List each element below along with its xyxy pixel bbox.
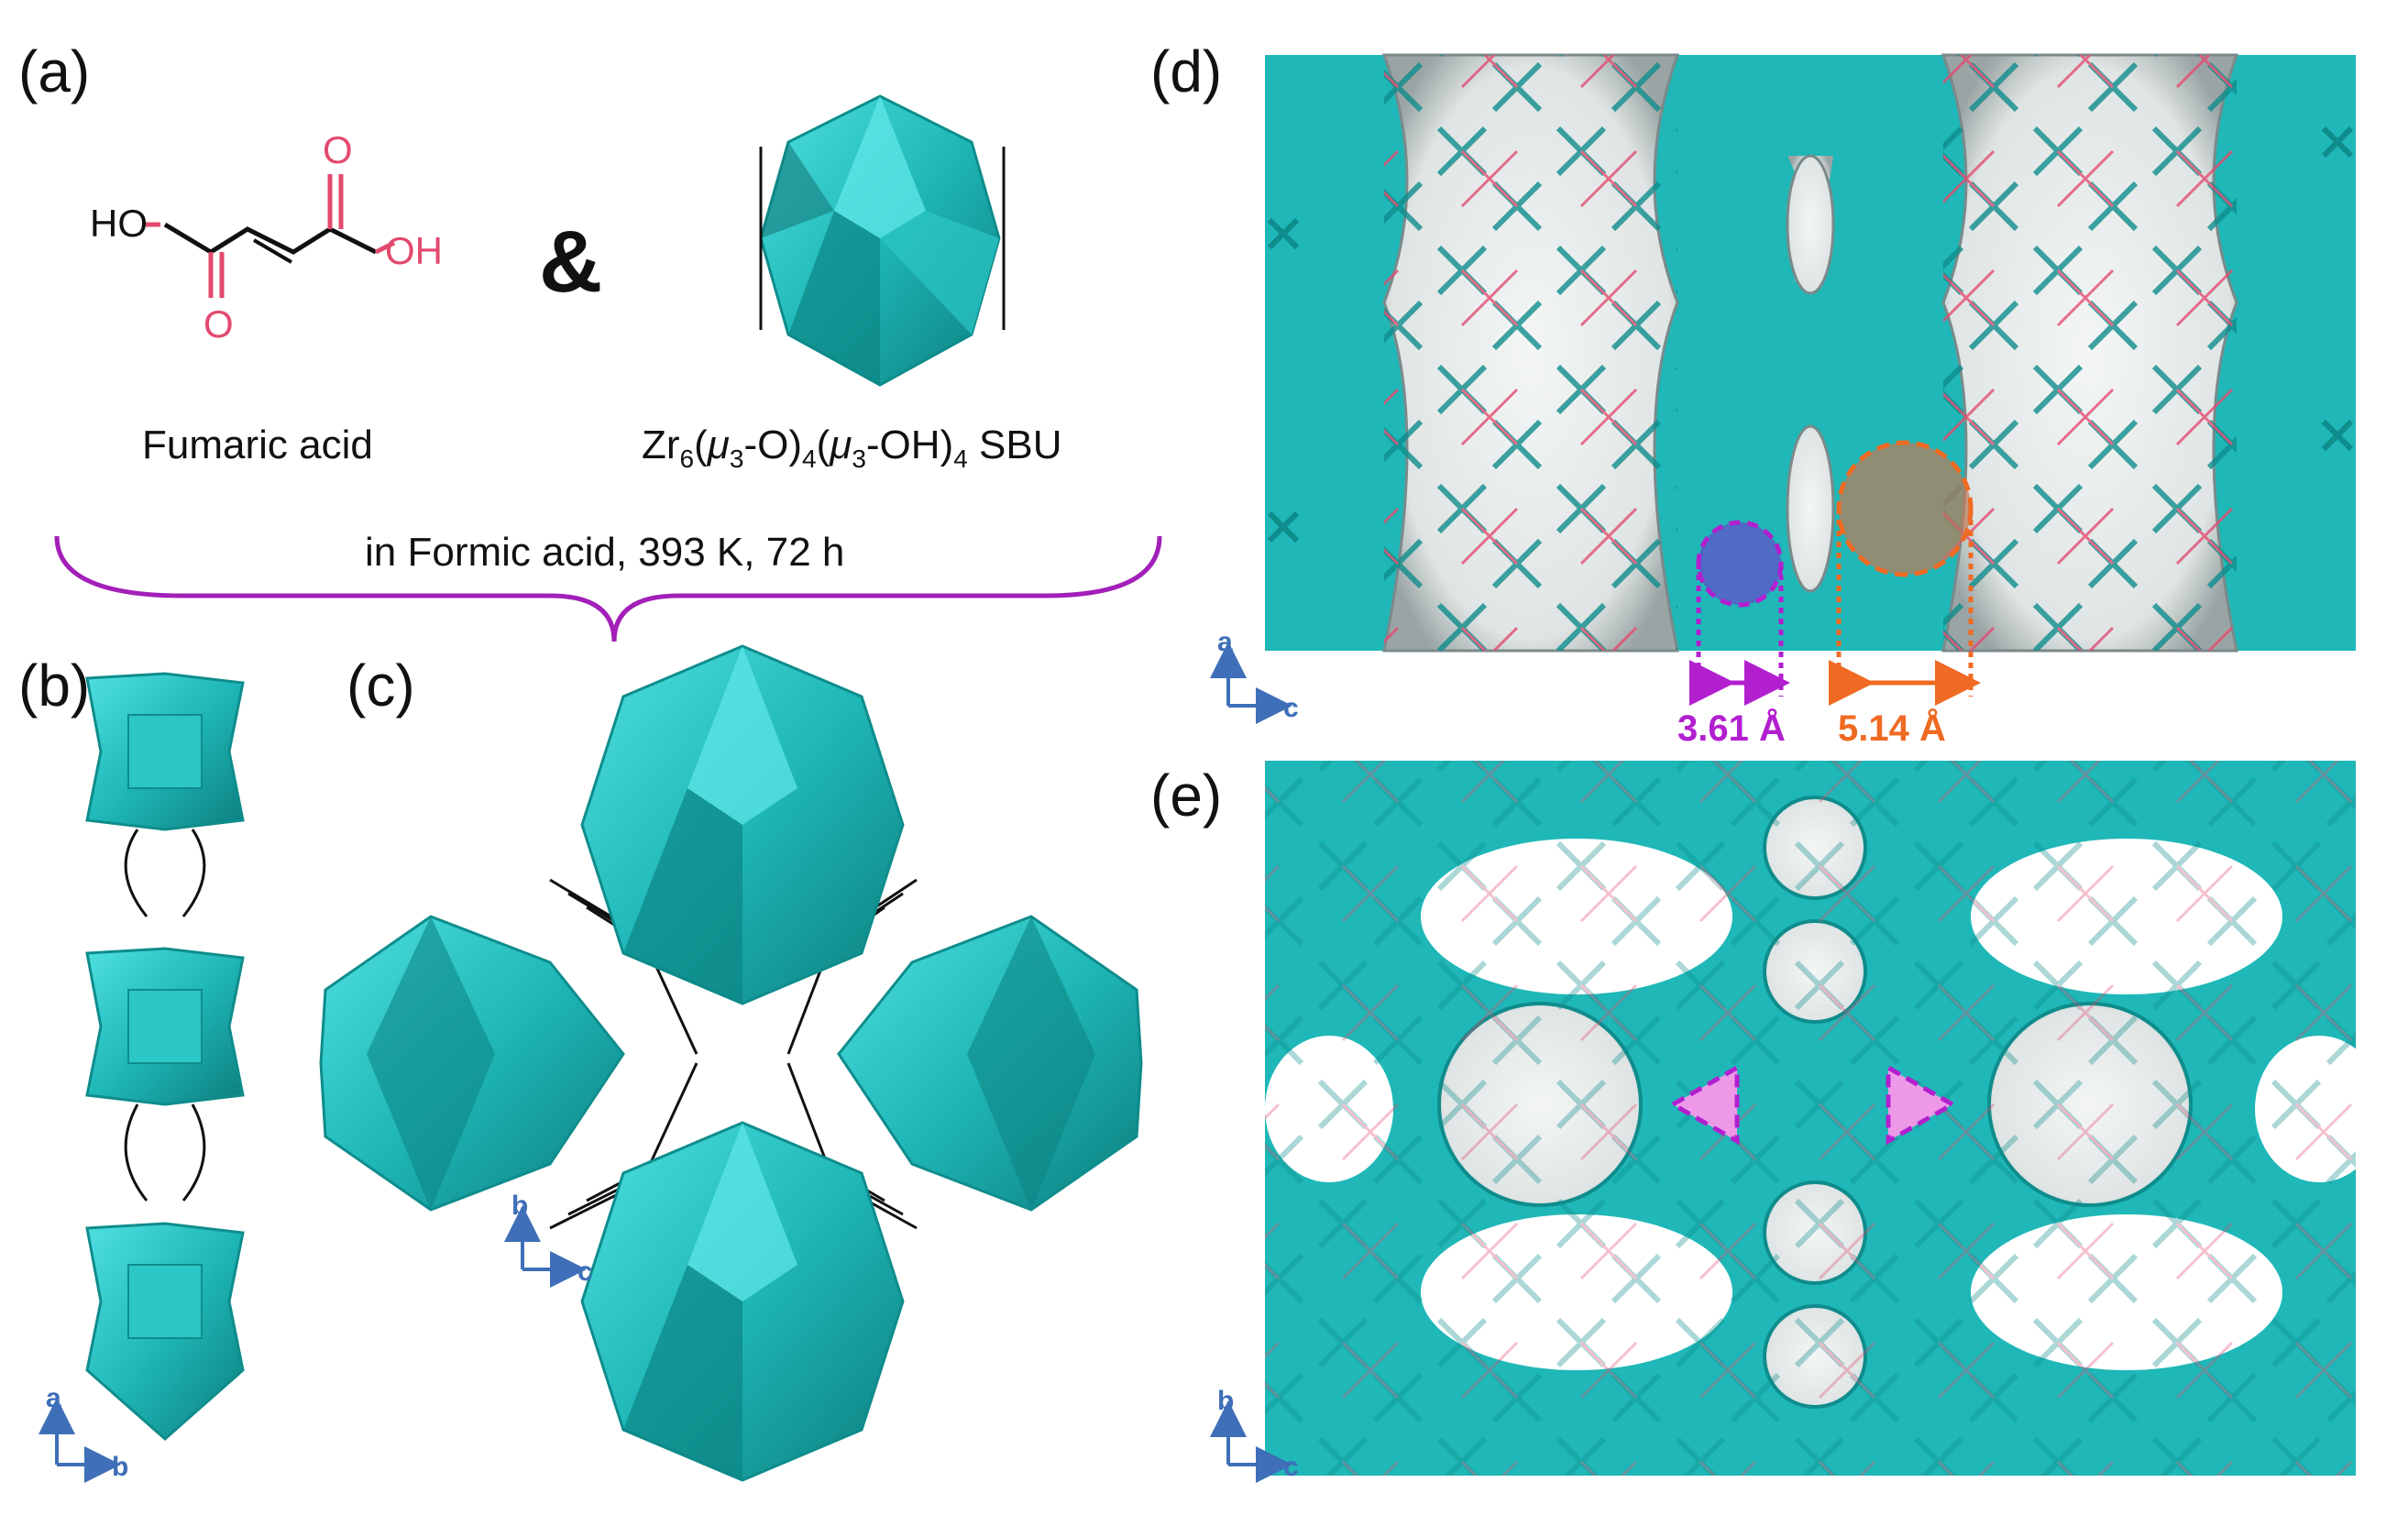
axis-e-right: c bbox=[1283, 1452, 1299, 1482]
zr6-sbu-cluster bbox=[759, 94, 1006, 387]
hydroxyl-label-right: OH bbox=[385, 229, 443, 272]
chain-structure bbox=[85, 672, 245, 1442]
fumaric-acid-label: Fumaric acid bbox=[142, 423, 373, 467]
sbu-label: Zr6(μ3-O)4(μ3-OH)4 SBU bbox=[642, 423, 1062, 473]
axis-c-up: b bbox=[511, 1191, 528, 1221]
axis-indicator-e: b c bbox=[1210, 1386, 1299, 1483]
chain-cluster-1 bbox=[85, 672, 245, 831]
axis-indicator-c: b c bbox=[504, 1191, 593, 1288]
pore-map-d bbox=[1265, 53, 2356, 706]
framework-structure bbox=[319, 644, 1143, 1482]
carbonyl-oxygen-bottom: O bbox=[203, 302, 234, 346]
panel-label-e: (e) bbox=[1150, 763, 1222, 829]
reaction-brace bbox=[54, 535, 1162, 642]
panel-label-a: (a) bbox=[18, 38, 90, 104]
panel-label-d: (d) bbox=[1150, 38, 1222, 104]
ampersand-symbol: & bbox=[539, 213, 602, 311]
triangle-left bbox=[1667, 1063, 1740, 1146]
axis-b-right: b bbox=[112, 1452, 128, 1482]
panel-label-b: (b) bbox=[18, 653, 90, 719]
axis-c-right: c bbox=[577, 1257, 593, 1287]
small-pore-dimension: 3.61 Å bbox=[1677, 708, 1786, 749]
axis-b-up: a bbox=[46, 1383, 61, 1413]
large-pore-window bbox=[1836, 440, 1974, 577]
reaction-conditions: in Formic acid, 393 K, 72 h bbox=[365, 530, 844, 575]
hydroxyl-label-left: HO bbox=[90, 202, 148, 245]
pore-map-e bbox=[1265, 761, 2383, 1476]
triangle-right bbox=[1886, 1063, 1958, 1146]
panel-label-c: (c) bbox=[346, 653, 415, 719]
axis-indicator-d: a c bbox=[1210, 627, 1299, 724]
chain-cluster-3 bbox=[85, 1222, 245, 1442]
carbonyl-oxygen-top: O bbox=[323, 128, 353, 171]
small-pore-window bbox=[1696, 520, 1784, 608]
axis-indicator-b: a b bbox=[38, 1383, 128, 1483]
axis-d-right: c bbox=[1283, 693, 1299, 723]
large-pore-dimension: 5.14 Å bbox=[1838, 708, 1946, 749]
axis-d-up: a bbox=[1217, 627, 1233, 657]
axis-e-up: b bbox=[1217, 1386, 1234, 1416]
chain-cluster-2 bbox=[85, 947, 245, 1106]
fumaric-acid-structure: HO OH O O bbox=[90, 128, 443, 346]
